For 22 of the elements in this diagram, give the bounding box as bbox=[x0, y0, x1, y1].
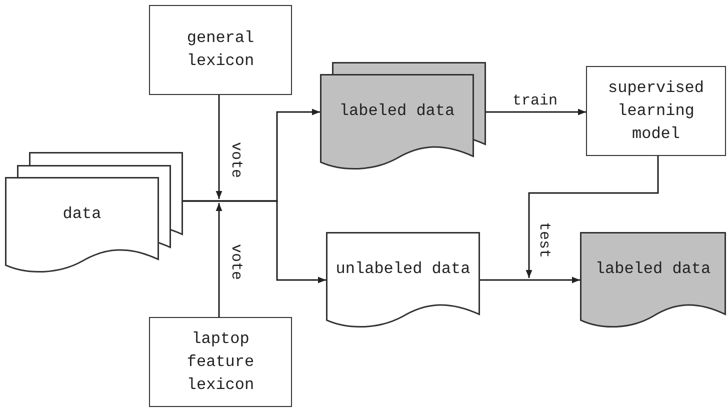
edge-label: train bbox=[512, 94, 558, 108]
node-label: laptop feature lexicon bbox=[186, 328, 256, 396]
edge-label: vote bbox=[228, 244, 244, 280]
document-shape bbox=[326, 232, 480, 330]
edge-label: test bbox=[536, 222, 552, 258]
node-label: data bbox=[62, 204, 102, 225]
arrow bbox=[183, 200, 326, 284]
edge-label: vote bbox=[228, 142, 244, 178]
arrow bbox=[486, 108, 586, 116]
node-label: general lexicon bbox=[186, 28, 256, 72]
document-shape bbox=[580, 232, 726, 330]
arrow bbox=[216, 203, 222, 317]
arrow bbox=[480, 276, 580, 284]
process-box bbox=[149, 317, 292, 407]
process-box bbox=[586, 66, 726, 156]
node-label: supervised learning model bbox=[606, 78, 705, 144]
arrow bbox=[216, 95, 222, 199]
process-box bbox=[149, 5, 292, 95]
node-label: unlabeled data bbox=[336, 258, 470, 280]
arrow bbox=[526, 156, 659, 278]
node-label: labeled data bbox=[339, 100, 455, 122]
node-label: labeled data bbox=[595, 258, 711, 280]
